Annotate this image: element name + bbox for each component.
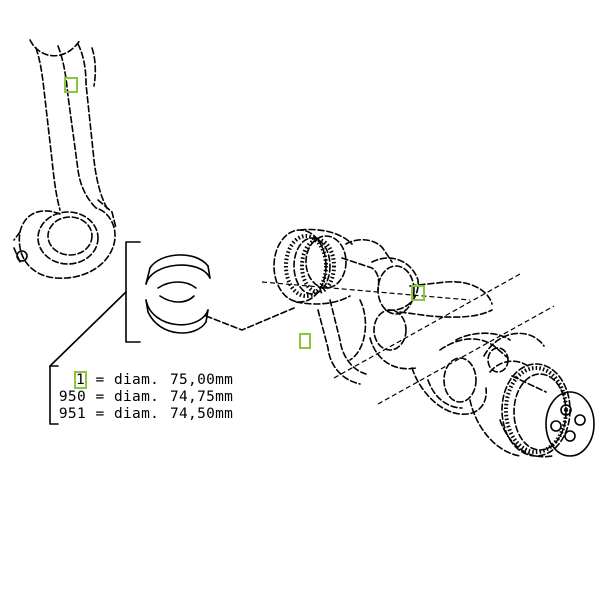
callout-box-crank-pin [299, 333, 311, 349]
legend-code: 950 [58, 389, 86, 405]
callout-box-rod [64, 77, 78, 93]
bearing-group-bracket [49, 241, 141, 425]
main-bearing-shells [145, 254, 211, 334]
leader-line [205, 307, 295, 331]
legend-row: 950 = diam. 74,75mm [50, 389, 233, 406]
legend-equals: = [95, 406, 105, 422]
legend-equals: = [95, 389, 105, 405]
size-legend: 1 = diam. 75,00mm 950 = diam. 74,75mm 95… [50, 371, 234, 423]
legend-code: 951 [58, 406, 86, 422]
legend-code: 1 [73, 371, 88, 389]
legend-value: 74,75mm [170, 389, 234, 405]
legend-value: 75,00mm [170, 372, 234, 388]
crankshaft [261, 228, 595, 458]
legend-label: diam. [114, 406, 160, 422]
legend-equals: = [95, 372, 105, 388]
callout-box-journal [411, 285, 425, 301]
legend-row: 951 = diam. 74,50mm [50, 406, 233, 423]
legend-row: 1 = diam. 75,00mm [50, 371, 234, 389]
legend-value: 74,50mm [170, 406, 234, 422]
legend-label: diam. [114, 389, 160, 405]
connecting-rod [13, 39, 117, 279]
legend-label: diam. [114, 372, 160, 388]
